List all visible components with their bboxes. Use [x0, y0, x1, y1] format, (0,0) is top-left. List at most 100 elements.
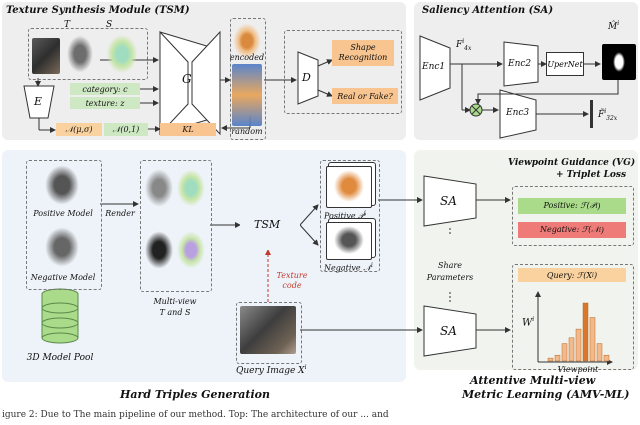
tsm-box-label: TSM	[254, 218, 281, 231]
negative-feature-close: )	[600, 225, 604, 235]
weight-bar-v8	[596, 343, 603, 362]
query-feature-group	[512, 264, 634, 370]
model-pool-label: 3D Model Pool	[26, 353, 94, 363]
mv-neg-t	[144, 230, 174, 270]
f4x-sub: 4x	[464, 44, 472, 52]
w-axis-label: Wi	[522, 316, 534, 328]
g-label: G	[182, 72, 192, 86]
t-and-s-label: T and S	[159, 307, 191, 317]
mv-pos-t	[144, 168, 174, 208]
positive-feature-text: Positive: ℱ(𝒫	[543, 201, 596, 210]
input-group	[28, 28, 148, 80]
negative-n-sup: i	[370, 262, 373, 269]
sa-title: Saliency Attention (SA)	[422, 5, 554, 16]
shape-recognition-tag: Shape Recognition	[332, 40, 394, 66]
input-photo	[32, 38, 60, 74]
texture-tag: texture: z	[70, 97, 140, 109]
encoder-shape	[23, 85, 55, 119]
negative-feature-sup: i	[598, 226, 601, 234]
generated-group	[230, 18, 266, 140]
f32x-sup: i	[604, 108, 607, 115]
query-image-label: Query Image Xi	[236, 364, 306, 376]
random-label: random	[231, 126, 263, 136]
feature-bar	[590, 100, 593, 128]
negative-chair-stack	[326, 222, 372, 260]
mv-pos-s	[176, 168, 206, 208]
upernet-box: UperNet	[546, 52, 584, 76]
texture-code-label: Texture code	[272, 270, 312, 292]
texture-code-text: Texture code	[276, 271, 308, 290]
encoded-chair	[232, 22, 262, 60]
negative-feature-text: Negative: ℱ(𝒩	[539, 225, 599, 234]
kl-tag: KL	[160, 123, 216, 136]
saliency-mask	[602, 44, 636, 80]
shape-chair-s	[106, 34, 138, 74]
w-symbol: W	[522, 317, 533, 329]
t-label: T	[64, 20, 71, 30]
enc1-label: Enc1	[422, 62, 446, 72]
enc3-label: Enc3	[506, 108, 530, 118]
query-feature-close: )	[593, 270, 598, 280]
e-label: E	[34, 95, 43, 108]
positive-feature-close: )	[597, 201, 601, 211]
f32x-sub: 32x	[606, 114, 618, 122]
model-pool-icon	[41, 288, 79, 344]
weight-bar-v5	[575, 328, 582, 362]
query-feature-sup: i	[592, 271, 594, 279]
weight-bar-v2	[554, 354, 561, 362]
figure-caption: igure 2: Due to The main pipeline of our…	[2, 410, 389, 420]
positive-chair	[333, 169, 365, 203]
negative-model-chair	[44, 226, 80, 268]
render-label: Render	[105, 208, 135, 218]
weight-bar-v4	[568, 337, 575, 362]
htg-title: Hard Triples Generation	[120, 388, 270, 401]
sa-top-shape	[423, 175, 477, 227]
triplet-features-group	[512, 186, 634, 246]
enc1-shape	[419, 35, 451, 101]
mask-sup: i	[617, 20, 620, 27]
tsm-box-shape	[240, 200, 300, 250]
weight-bar-v3	[561, 343, 568, 362]
vg-title-line1: Viewpoint Guidance (VG)	[508, 158, 636, 168]
positive-chair-stack	[326, 166, 372, 208]
s-label: S	[106, 20, 113, 30]
triples-group	[320, 160, 380, 272]
viewpoint-label: Viewpoint	[557, 364, 599, 374]
encoded-label: encoded	[229, 52, 265, 62]
sa-top-label: SA	[440, 194, 457, 208]
positive-p-sup: i	[363, 210, 366, 217]
query-feature-text: Query: ℱ(X	[546, 270, 593, 280]
mask-symbol: M̂	[608, 22, 618, 32]
amv-title-line1: Attentive Multi-view	[470, 374, 596, 387]
enc2-shape	[503, 41, 539, 87]
std-normal-tag: 𝒩(0,1)	[104, 123, 148, 136]
d-output-group	[284, 30, 402, 114]
negative-n-label: Negative 𝒩i	[324, 262, 373, 274]
d-label: D	[302, 71, 311, 84]
weight-bar-v9	[603, 354, 610, 362]
mask-chair-silhouette	[613, 52, 625, 72]
category-tag: category: c	[70, 83, 140, 95]
positive-model-label: Positive Model	[33, 208, 93, 218]
negative-chair	[333, 225, 365, 255]
enc3-shape	[499, 89, 537, 139]
mv-neg-s	[176, 230, 206, 270]
f32x-symbol: F̃	[598, 110, 605, 120]
amv-title-line2: Metric Learning (AMV-ML)	[462, 388, 630, 401]
query-image	[240, 306, 296, 354]
normal-dist-tag: 𝒩(μ,σ)	[56, 123, 102, 136]
query-group	[236, 302, 302, 364]
tsm-title: Texture Synthesis Module (TSM)	[6, 5, 190, 16]
f4x-symbol: F	[456, 40, 463, 50]
mask-label: M̂i	[608, 20, 619, 32]
parameters-label: Parameters	[426, 272, 474, 282]
f4x-sup: i	[462, 38, 465, 45]
positive-p-label: Positive 𝒫i	[324, 210, 366, 222]
negative-model-label: Negative Model	[30, 272, 96, 282]
f4x-label: Fi4x	[456, 38, 471, 52]
query-image-sup: i	[304, 364, 307, 371]
multiview-label: Multi-view	[153, 296, 197, 306]
